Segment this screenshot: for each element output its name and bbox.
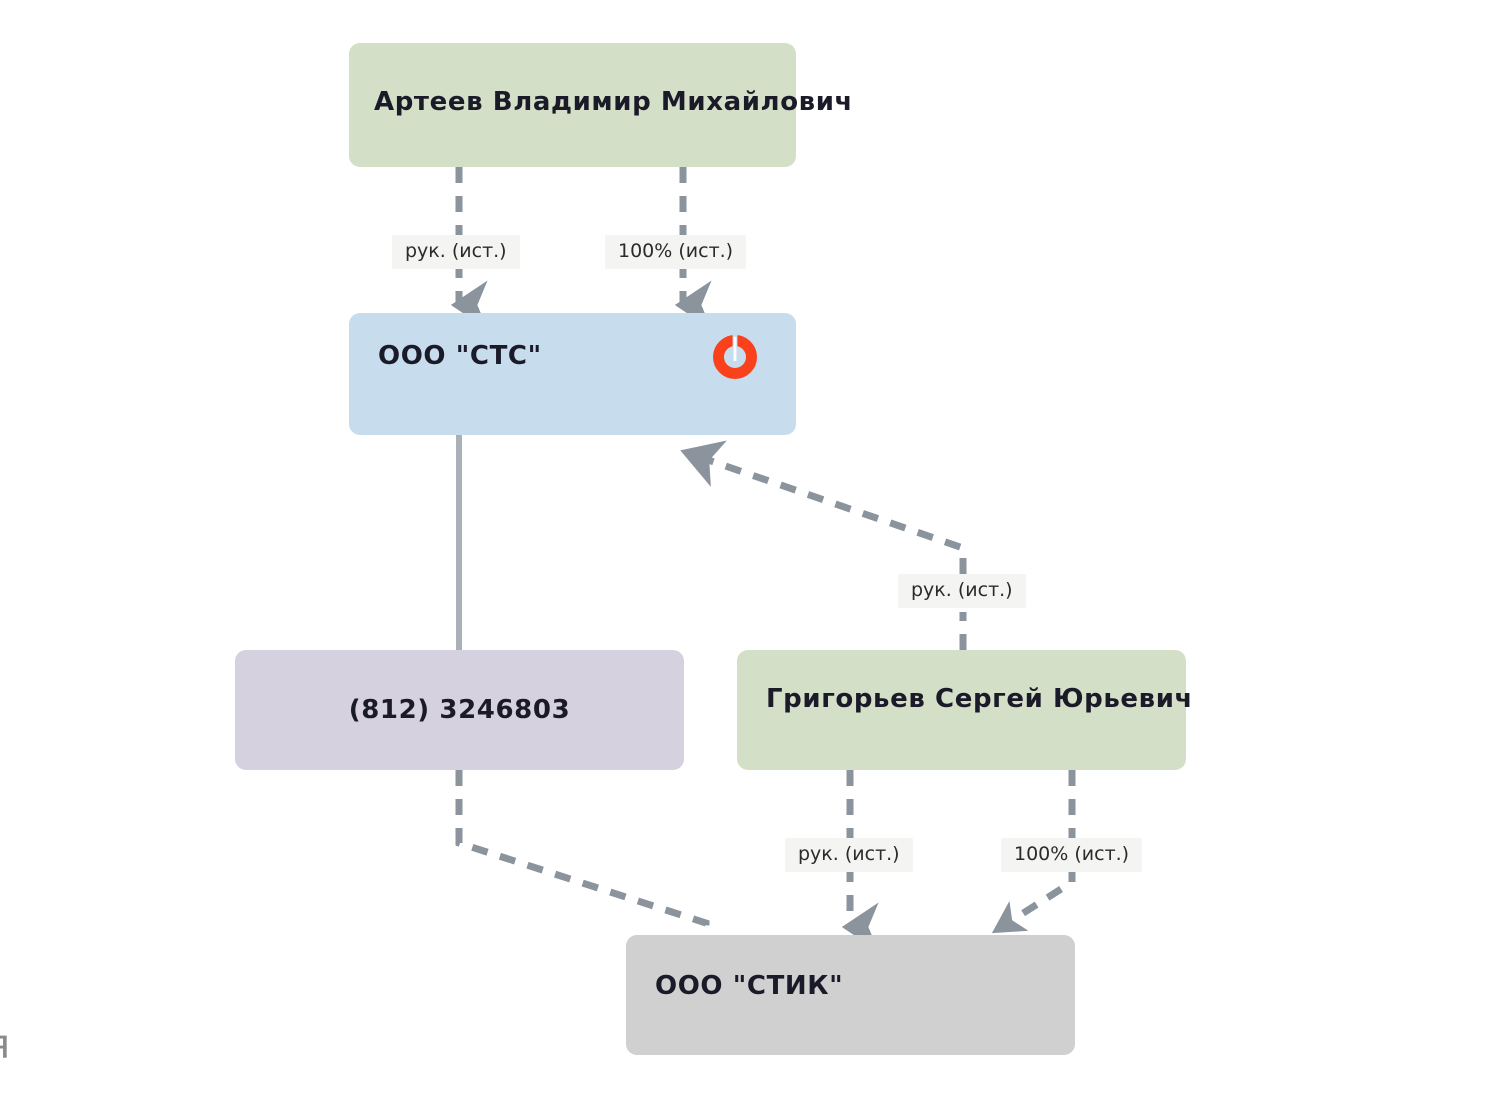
edge-label-grigorev-stik-ruk: рук. (ист.) [785,838,913,872]
node-grigorev-sergey-yurievich[interactable]: Григорьев Сергей Юрьевич [737,650,1192,770]
node-label: (812) 3246803 [348,695,571,725]
node-label: Григорьев Сергей Юрьевич [766,684,1193,714]
company-ring-icon [713,335,757,379]
node-label: ООО "СТС" [378,341,542,371]
edge-grigorev-sts-ruk [680,440,967,650]
edge-phone-stik [455,770,710,936]
node-ooo-sts[interactable]: ООО "СТС" [349,313,796,435]
edge-label-arteev-sts-ruk: рук. (ист.) [392,235,520,269]
edge-label-grigorev-stik-100: 100% (ист.) [1001,838,1143,872]
edge-label-grigorev-sts-ruk: рук. (ист.) [898,574,1026,608]
edge-label-arteev-sts-100: 100% (ист.) [605,235,747,269]
node-phone-number[interactable]: (812) 3246803 [235,650,684,770]
node-label: Артеев Владимир Михайлович [374,87,853,117]
node-arteev-vladimir-mikhailovich[interactable]: Артеев Владимир Михайлович [349,43,852,167]
clipped-edge-glyph: я [0,1022,10,1068]
node-ooo-stik[interactable]: ООО "СТИК" [626,935,1075,1055]
node-label: ООО "СТИК" [655,971,844,1001]
